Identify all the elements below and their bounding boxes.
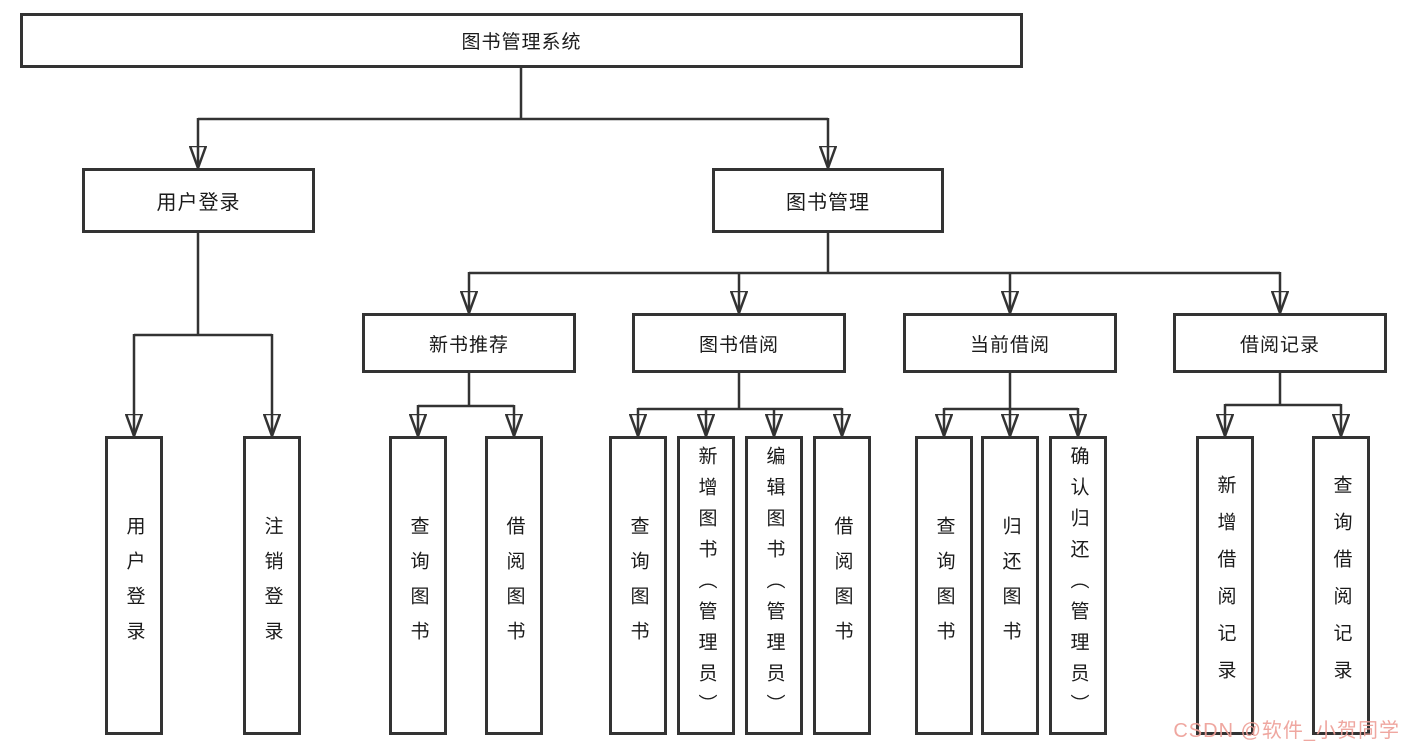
leaf-borrow-books: 借阅图书 [813, 436, 871, 735]
leaf-add-borrow-record: 新增借阅记录 [1196, 436, 1254, 735]
node-borrowing-records: 借阅记录 [1173, 313, 1387, 373]
node-label: 图书管理 [786, 192, 870, 214]
leaf-query-books: 查询图书 [609, 436, 667, 735]
csdn-watermark: CSDN @软件_小贺同学 [1173, 720, 1400, 742]
node-book-management: 图书管理 [712, 168, 944, 233]
leaf-label: 查询图书 [407, 515, 429, 656]
leaf-user-login: 用户登录 [105, 436, 163, 735]
leaf-label: 查询图书 [933, 515, 955, 656]
leaf-edit-books-admin: 编辑图书（管理员） [745, 436, 803, 735]
node-label: 用户登录 [156, 192, 241, 214]
leaf-add-books-admin: 新增图书（管理员） [677, 436, 735, 735]
node-label: 当前借阅 [969, 334, 1050, 356]
leaf-return-books: 归还图书 [981, 436, 1039, 735]
leaf-label: 确认归还（管理员） [1067, 446, 1089, 725]
leaf-label: 查询借阅记录 [1330, 474, 1352, 697]
leaf-label: 查询图书 [627, 515, 649, 656]
leaf-logout: 注销登录 [243, 436, 301, 735]
leaf-label: 注销登录 [261, 515, 283, 656]
leaf-query-borrow-record: 查询借阅记录 [1312, 436, 1370, 735]
node-label: 借阅记录 [1239, 334, 1320, 356]
leaf-label: 编辑图书（管理员） [763, 446, 785, 725]
leaf-query-books: 查询图书 [915, 436, 973, 735]
node-library-management-system: 图书管理系统 [20, 13, 1023, 68]
node-current-borrowing: 当前借阅 [903, 313, 1117, 373]
node-label: 新书推荐 [428, 334, 509, 356]
leaf-label: 归还图书 [999, 515, 1021, 656]
node-new-book-recommendation: 新书推荐 [362, 313, 576, 373]
leaf-label: 借阅图书 [831, 515, 853, 656]
node-label: 图书借阅 [698, 334, 779, 356]
leaf-label: 用户登录 [123, 515, 145, 656]
leaf-label: 新增借阅记录 [1214, 474, 1236, 697]
leaf-borrow-books: 借阅图书 [485, 436, 543, 735]
leaf-label: 借阅图书 [503, 515, 525, 656]
node-user-login: 用户登录 [82, 168, 315, 233]
leaf-query-books: 查询图书 [389, 436, 447, 735]
node-label: 图书管理系统 [461, 32, 582, 53]
leaf-confirm-return-admin: 确认归还（管理员） [1049, 436, 1107, 735]
leaf-label: 新增图书（管理员） [695, 446, 717, 725]
node-book-borrowing: 图书借阅 [632, 313, 846, 373]
connector-trunks [134, 67, 1341, 411]
